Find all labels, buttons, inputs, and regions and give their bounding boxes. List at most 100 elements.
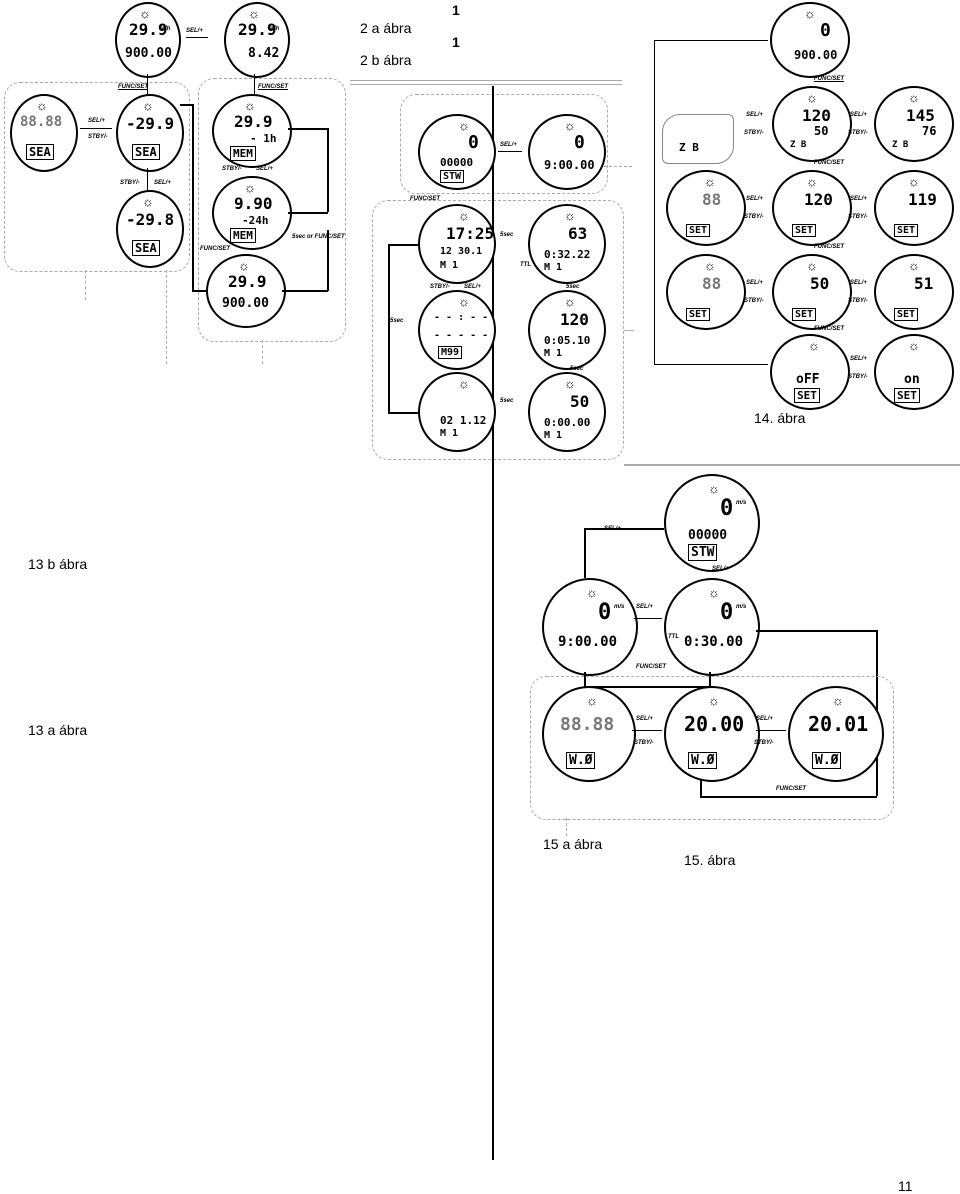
watch-clock: ☼ 17:25 12 30.1 M 1 — [418, 204, 496, 284]
watch-sea-low: ☼ -29.8 SEA — [116, 190, 184, 268]
watch-mode-label: SET — [686, 224, 711, 237]
connector — [700, 796, 877, 798]
sel-label: SEL/+ — [500, 142, 517, 148]
watch-sea-mid: ☼ -29.9 SEA — [116, 94, 184, 172]
watch-top-value: 29.9 — [234, 112, 273, 131]
connector — [192, 104, 194, 290]
five-sec-label: 5sec — [566, 284, 580, 290]
sun-icon: ☼ — [908, 90, 920, 105]
watch-date: ☼ 02 1.12 M 1 — [418, 372, 496, 452]
connector — [147, 168, 148, 190]
watch-low: ☼ 50 0:00.00 M 1 — [528, 372, 606, 452]
caption-2a: 2 a ábra — [360, 20, 412, 36]
watch-mid-value: 900.00 — [794, 48, 838, 62]
page-number: 11 — [898, 1178, 913, 1194]
sel-plus-label: SEL/+ — [88, 118, 105, 124]
sun-icon: ☼ — [704, 258, 716, 273]
clock-group-box — [372, 200, 624, 460]
fig14-loop-line — [654, 364, 768, 365]
watch-mid-value: 0:00.00 — [544, 416, 591, 429]
watch-mid-value: 0:05.10 — [544, 334, 591, 347]
connector — [327, 230, 329, 291]
watch-mid-value: 0:30.00 — [684, 634, 744, 650]
func-set-label: FUNC/SET — [814, 326, 844, 332]
caption-13b: 13 b ábra — [28, 556, 88, 572]
watch-top-value: 88 — [702, 190, 722, 209]
watch-top-value: 88 — [702, 274, 722, 293]
stby-minus-label: STBY/- — [848, 214, 868, 220]
sun-icon: ☼ — [708, 693, 720, 708]
fig14-loop-line — [654, 40, 768, 41]
sun-icon: ☼ — [804, 6, 816, 21]
watch-mode-label: SET — [894, 388, 920, 403]
stby-minus-label: STBY/- — [848, 298, 868, 304]
watch-top-value: 120 — [804, 190, 833, 209]
watch-bottom-value: M 1 — [544, 262, 563, 273]
sel-plus-label: SEL/+ — [712, 566, 729, 572]
fig15-watch-wo-blank: ☼ 88.88 W.Ø — [542, 686, 636, 782]
fig14-watch-r1-mid: ☼ 120 50 Z B — [772, 86, 852, 162]
fig15-watch-right: ☼ 0 m/s 0:30.00 — [664, 578, 760, 676]
sel-plus-label: SEL/+ — [756, 716, 773, 722]
divider-double — [350, 84, 622, 85]
sel-plus-label: SEL/+ — [186, 28, 203, 34]
watch-top-value: 0 — [820, 20, 831, 41]
fig14-watch-r3-right: ☼ 51 SET — [874, 254, 954, 330]
sun-icon: ☼ — [244, 180, 256, 195]
fig15-watch-wo-right: ☼ 20.01 W.Ø — [788, 686, 884, 782]
fig14-watch-r3-left: ☼ 88 SET — [666, 254, 746, 330]
watch-lap: ☼ 120 0:05.10 M 1 — [528, 290, 606, 370]
watch-top-value: oFF — [796, 372, 820, 387]
loop-line — [388, 412, 418, 414]
watch-sea-top-2: ☼ 29.9 Wh 8.42 — [224, 2, 290, 78]
fig15-watch-left: ☼ 0 m/s 9:00.00 — [542, 578, 638, 676]
sun-icon: ☼ — [248, 6, 260, 21]
arrow-line — [80, 128, 112, 129]
watch-bottom-value: M 1 — [544, 348, 563, 359]
sun-icon: ☼ — [708, 481, 720, 496]
sun-icon: ☼ — [564, 208, 576, 223]
arrow-line — [632, 730, 662, 731]
watch-mode-label: M99 — [438, 346, 463, 359]
leader-line — [624, 330, 634, 331]
sun-icon: ☼ — [708, 585, 720, 600]
caption-15: 15. ábra — [684, 852, 736, 868]
func-set-label: FUNC/SET — [118, 84, 148, 90]
connector — [327, 128, 329, 212]
watch-top-value: 50 — [570, 392, 590, 411]
watch-bottom-value: M 1 — [544, 430, 563, 441]
watch-mid-value: 9:00.00 — [544, 158, 595, 172]
mem-group-box — [198, 78, 346, 342]
five-sec-label: 5sec — [570, 366, 584, 372]
sun-icon: ☼ — [458, 208, 470, 223]
five-sec-label: 5sec — [500, 398, 514, 404]
watch-top-value: 120 — [560, 310, 589, 329]
watch-timer: ☼ 0 9:00.00 — [528, 114, 606, 190]
watch-sea-top-1: ☼ 29.9 Wh 900.00 — [115, 2, 181, 78]
watch-top-value: 145 — [906, 106, 935, 125]
watch-mid-value: 0:32.22 — [544, 248, 591, 261]
connector — [147, 74, 148, 96]
leader-line — [566, 818, 567, 836]
sun-icon: ☼ — [139, 6, 151, 21]
leader-line — [604, 166, 632, 167]
connector — [584, 672, 586, 686]
sel-plus-label: SEL/+ — [850, 112, 867, 118]
divider — [624, 464, 960, 466]
five-sec-label: 5sec — [500, 232, 514, 238]
func-set-label: FUNC/SET — [814, 244, 844, 250]
fig14-z-panel: Z B — [662, 114, 734, 164]
watch-mode-label: SET — [894, 308, 919, 321]
connector — [180, 104, 192, 106]
watch-mode-label: SET — [686, 308, 711, 321]
watch-sub-value: 76 — [922, 124, 937, 138]
sel-plus-label: SEL/+ — [636, 604, 653, 610]
sel-plus-label: SEL/+ — [256, 166, 273, 172]
sun-icon: ☼ — [808, 338, 820, 353]
fig14-watch-off: ☼ oFF SET — [770, 334, 850, 410]
sel-plus-label: SEL/+ — [746, 280, 763, 286]
watch-bottom-value: 900.00 — [125, 46, 172, 61]
fig14-watch-on: ☼ on SET — [874, 334, 954, 410]
watch-top-value: 63 — [568, 224, 588, 243]
watch-mode-label: SEA — [132, 240, 160, 256]
